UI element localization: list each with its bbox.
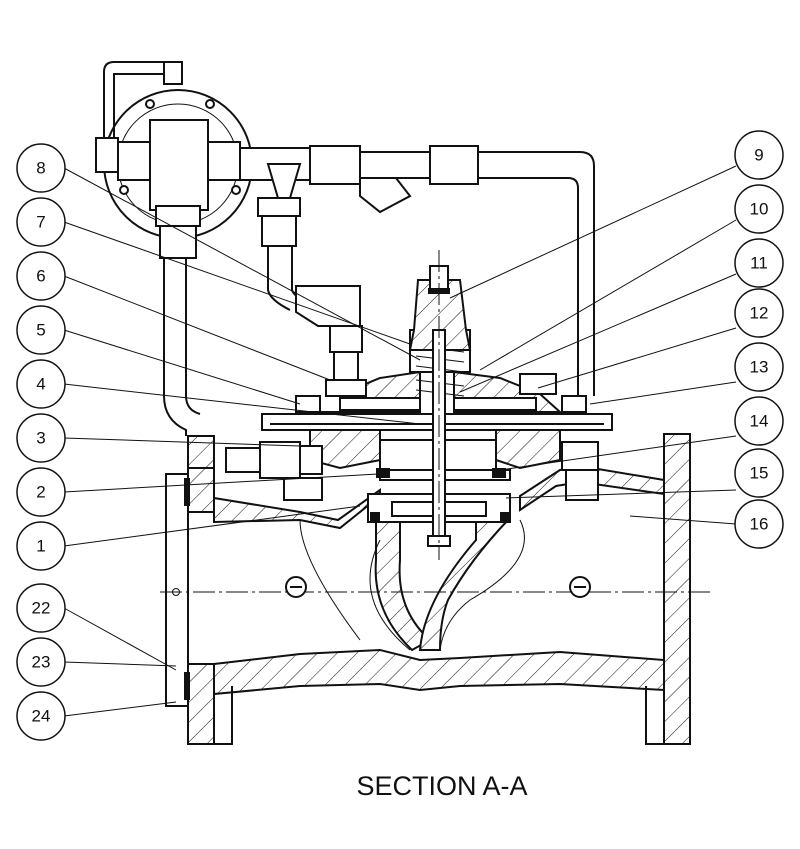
svg-text:3: 3	[36, 429, 45, 448]
svg-text:12: 12	[750, 304, 769, 323]
svg-text:16: 16	[750, 515, 769, 534]
svg-text:8: 8	[36, 159, 45, 178]
callout-8: 8	[16, 143, 66, 193]
svg-text:6: 6	[36, 267, 45, 286]
callout-10: 10	[734, 184, 784, 234]
svg-text:11: 11	[750, 254, 768, 273]
svg-text:4: 4	[36, 375, 45, 394]
svg-text:23: 23	[32, 653, 51, 672]
svg-text:7: 7	[36, 213, 45, 232]
svg-text:24: 24	[32, 707, 51, 726]
callout-7: 7	[16, 197, 66, 247]
callout-3: 3	[16, 413, 66, 463]
svg-text:5: 5	[36, 321, 45, 340]
callout-9: 9	[734, 130, 784, 180]
callout-5: 5	[16, 305, 66, 355]
svg-text:2: 2	[36, 483, 45, 502]
callout-11: 11	[734, 238, 784, 288]
callout-6: 6	[16, 251, 66, 301]
pilot-assembly	[95, 61, 599, 501]
valve-body	[160, 433, 710, 745]
svg-text:15: 15	[750, 464, 769, 483]
callout-1: 1	[16, 521, 66, 571]
svg-text:9: 9	[754, 146, 763, 165]
callout-13: 13	[734, 342, 784, 392]
svg-text:22: 22	[32, 599, 51, 618]
callout-22: 22	[16, 583, 66, 633]
callout-14: 14	[734, 396, 784, 446]
svg-text:13: 13	[750, 358, 769, 377]
callout-15: 15	[734, 448, 784, 498]
callout-16: 16	[734, 499, 784, 549]
leader-lines	[63, 165, 737, 717]
bonnet	[261, 250, 613, 560]
svg-text:14: 14	[750, 412, 769, 431]
callout-12: 12	[734, 288, 784, 338]
callout-24: 24	[16, 691, 66, 741]
svg-text:1: 1	[36, 537, 45, 556]
callout-4: 4	[16, 359, 66, 409]
svg-text:10: 10	[750, 200, 769, 219]
callout-2: 2	[16, 467, 66, 517]
callout-23: 23	[16, 637, 66, 687]
section-title: SECTION A-A	[356, 771, 527, 801]
